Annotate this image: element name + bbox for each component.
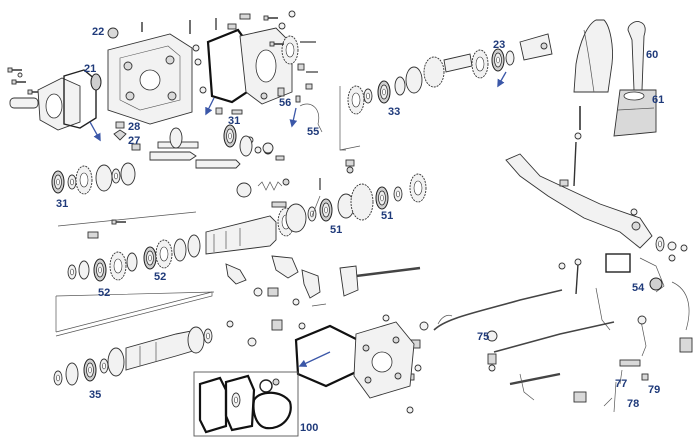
shift-knob-and-boot	[573, 19, 657, 137]
rear-cover-group	[205, 10, 323, 161]
main-shaft-row	[67, 159, 427, 282]
callout-27: 27	[128, 135, 140, 147]
callout-31-left: 31	[56, 198, 68, 210]
callout-52-right: 52	[154, 271, 166, 283]
callout-75: 75	[477, 331, 489, 343]
callout-56: 56	[279, 97, 291, 109]
callout-52-left: 52	[98, 287, 110, 299]
callout-54: 54	[632, 282, 645, 294]
callout-35: 35	[89, 389, 101, 401]
input-shaft-row	[51, 124, 321, 217]
output-shaft-group	[53, 291, 257, 386]
callout-78: 78	[627, 398, 639, 410]
callout-23: 23	[493, 39, 505, 51]
front-cover-group	[7, 20, 207, 142]
rear-housing-and-gasket-set	[193, 314, 415, 437]
shift-linkage	[505, 106, 693, 357]
callout-100: 100	[300, 422, 318, 434]
callout-51-left: 51	[330, 224, 342, 236]
callout-28: 28	[128, 121, 140, 133]
callout-31-top: 31	[228, 115, 240, 127]
callout-61: 61	[652, 94, 664, 106]
callout-77: 77	[615, 378, 627, 390]
guide-lines	[55, 145, 361, 332]
callout-79: 79	[648, 384, 660, 396]
callout-21: 21	[84, 63, 96, 75]
callout-60: 60	[646, 49, 658, 61]
shift-forks	[225, 255, 359, 331]
callout-22: 22	[92, 26, 104, 38]
counter-shaft-row	[339, 33, 553, 151]
callout-33: 33	[388, 106, 400, 118]
callout-labels: 22 21 28 27 31 56 55 23 33 60 61 31 51 5…	[56, 26, 664, 434]
callout-51-right: 51	[381, 210, 393, 222]
callout-55: 55	[307, 126, 319, 138]
